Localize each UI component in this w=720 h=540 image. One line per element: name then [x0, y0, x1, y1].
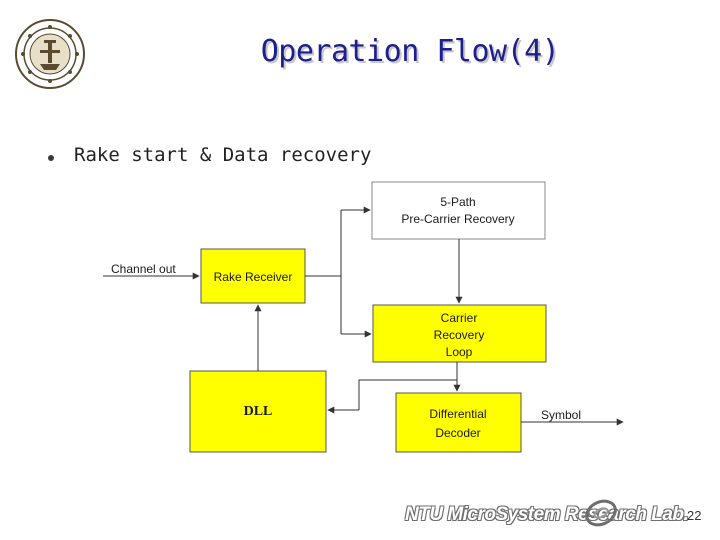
page-number: 22: [687, 508, 702, 523]
symbol-label: Symbol: [541, 408, 581, 422]
carrier-recovery-label-line2: Recovery: [434, 328, 485, 342]
five-path-label-line2: Pre-Carrier Recovery: [401, 212, 514, 226]
channel-out-label: Channel out: [111, 262, 176, 276]
dll-box: [189, 370, 327, 453]
bullet-marker: [48, 155, 54, 161]
bullet-text: Rake start & Data recovery: [74, 144, 372, 166]
rake-receiver-box: [200, 248, 306, 304]
five-path-pre-carrier-recovery-box: [371, 181, 546, 240]
lab-swirl-icon: [585, 499, 617, 527]
decoder-label-line1: Differential: [429, 407, 486, 421]
carrier-recovery-label-line1: Carrier: [441, 311, 478, 325]
differential-decoder-box: [395, 392, 522, 453]
rake-receiver-label: Rake Receiver: [214, 270, 293, 284]
carrier-recovery-loop-box: [372, 304, 547, 363]
decoder-label-line2: Decoder: [435, 426, 480, 440]
five-path-label-line1: 5-Path: [440, 195, 475, 209]
university-seal-logo: [15, 19, 85, 89]
lab-name-footer: NTU MicroSystem Research Lab.: [405, 504, 689, 525]
dll-label: DLL: [244, 404, 273, 419]
decoder-feed-line: [358, 379, 457, 410]
slide-title: Operation Flow(4): [260, 34, 560, 69]
carrier-recovery-label-line3: Loop: [446, 345, 473, 359]
